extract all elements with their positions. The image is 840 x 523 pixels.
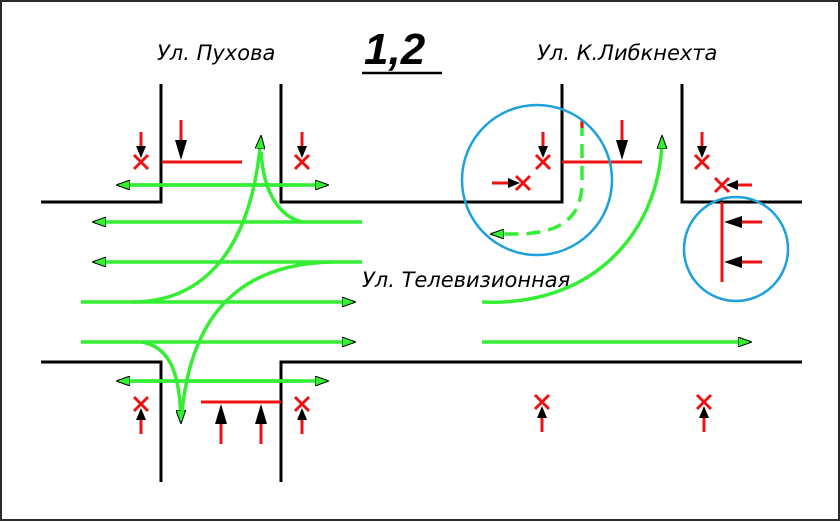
flow-turn-left-to-pukhova-north xyxy=(131,137,261,304)
prohibited-crossing-liebknecht-ne-1 xyxy=(693,132,711,171)
street-label-pukhova: Ул. Пухова xyxy=(157,41,275,65)
prohibited-crossings xyxy=(132,132,752,434)
flow-turn-right-from-liebknecht-dashed xyxy=(492,122,584,234)
approach-arrow-left-televizionnaya-2 xyxy=(724,256,762,268)
prohibited-crossing-liebknecht-nw-1 xyxy=(534,132,552,171)
title-text: 1,2 xyxy=(364,25,426,74)
road-edge-ne-pukhova xyxy=(279,84,564,204)
flow-turn-left-to-liebknecht xyxy=(481,137,662,304)
prohibited-crossing-pukhova-nw xyxy=(132,132,150,171)
prohibited-crossing-south-1 xyxy=(533,393,551,432)
road-edges xyxy=(41,84,802,482)
road-edge-sw-pukhova xyxy=(41,360,163,482)
conflict-zones xyxy=(460,103,790,303)
stop-lines xyxy=(162,160,724,404)
prohibited-crossing-pukhova-se xyxy=(293,395,311,434)
street-label-televizionnaya: Ул. Телевизионная xyxy=(362,268,570,292)
street-label-liebknecht: Ул. К.Либкнехта xyxy=(537,41,717,65)
prohibited-crossing-pukhova-ne xyxy=(293,132,311,171)
approach-arrow-up-pukhova-2 xyxy=(255,404,267,444)
conflict-zone-liebknecht-west xyxy=(460,103,614,257)
vehicle-flows xyxy=(81,122,750,422)
flow-turn-right-to-pukhova-south xyxy=(141,340,181,422)
scheme-title: 1,2 xyxy=(362,25,442,75)
road-edge-se xyxy=(279,360,802,482)
approach-arrow-down-liebknecht xyxy=(616,120,628,160)
prohibited-crossing-south-2 xyxy=(695,393,713,432)
road-edge-nw-pukhova xyxy=(41,84,163,204)
approach-arrow-up-pukhova-1 xyxy=(215,404,227,444)
prohibited-crossing-liebknecht-nw-2 xyxy=(492,174,532,192)
conflict-zone-liebknecht-east xyxy=(682,195,790,303)
approach-arrow-left-televizionnaya-1 xyxy=(724,216,762,228)
flow-turn-right-to-pukhova-north xyxy=(259,151,303,224)
prohibited-crossing-pukhova-sw xyxy=(132,395,150,434)
flow-turn-left-to-pukhova-south xyxy=(180,260,333,413)
approach-arrow-down-pukhova xyxy=(175,120,187,160)
prohibited-crossing-liebknecht-ne-2 xyxy=(713,176,752,194)
road-edge-ne-liebknecht xyxy=(680,84,802,204)
approach-arrows xyxy=(175,120,762,444)
